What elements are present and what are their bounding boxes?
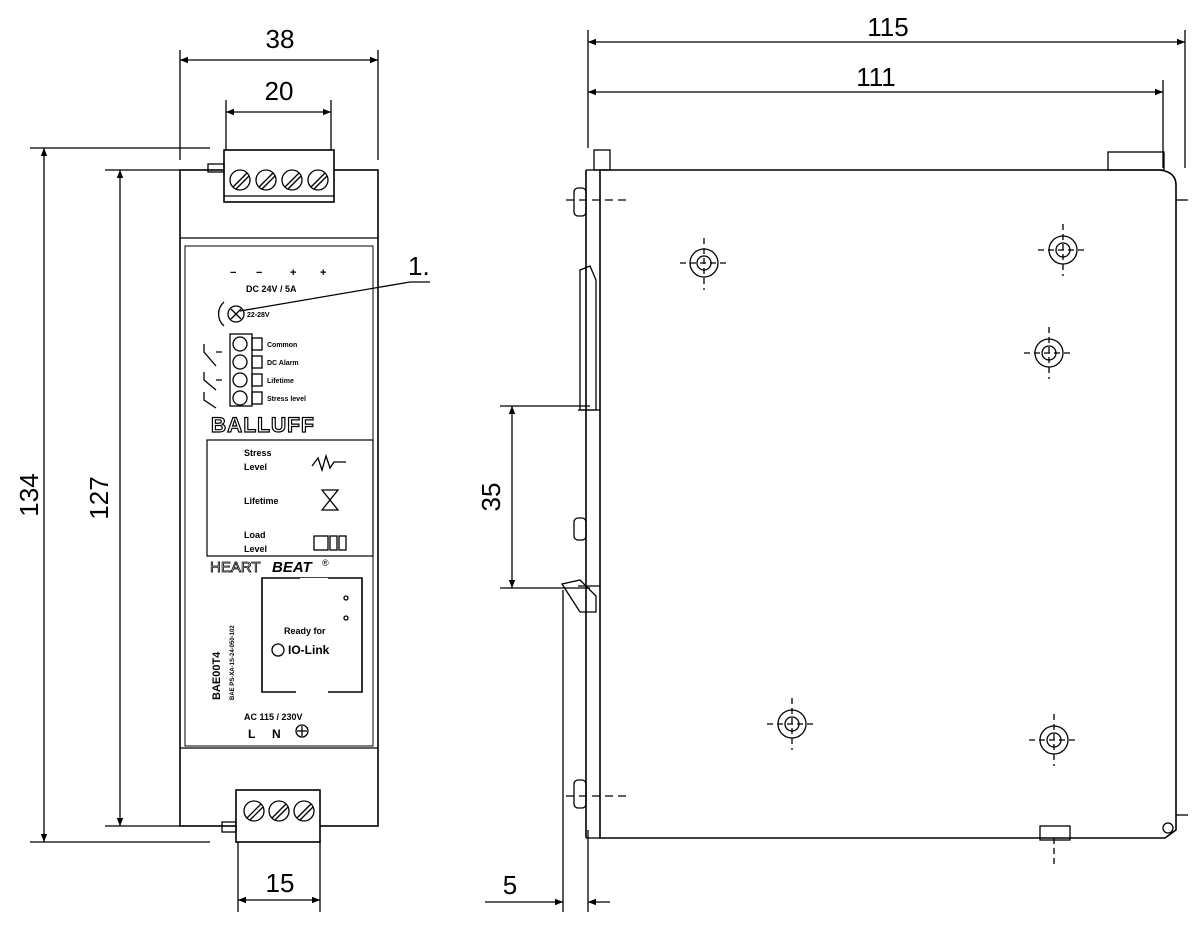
- led-dot: [343, 615, 349, 621]
- dim-text-15: 15: [266, 868, 295, 898]
- indicator-window: [206, 439, 374, 557]
- voltage-adjust-potentiometer: [227, 305, 245, 323]
- hourglass-icon: [320, 489, 340, 511]
- top-terminal-screws: [229, 169, 329, 191]
- adjust-arc: [218, 301, 225, 327]
- callout-label: 1.: [408, 251, 430, 281]
- ac-terminal-n: N: [272, 727, 281, 741]
- heartbeat-reg: ®: [322, 558, 329, 568]
- corner-screw: [1162, 822, 1174, 834]
- side-housing-outline: [599, 169, 1177, 839]
- relay-label-lifetime: Lifetime: [267, 378, 294, 385]
- dc-polarity-1: −: [230, 267, 236, 279]
- indicator-stress-label-1: Stress: [244, 448, 272, 458]
- adjust-range: 22-28V: [247, 312, 270, 319]
- relay-label-common: Common: [267, 342, 297, 349]
- side-view: [485, 30, 1188, 912]
- dim-text-20: 20: [265, 76, 294, 106]
- rail-clip-upper: [579, 265, 597, 411]
- rail-clip-lower: [560, 579, 597, 613]
- terminal-tab: [221, 821, 237, 833]
- bottom-terminal-block: [235, 789, 321, 843]
- ac-terminal-l: L: [248, 727, 255, 741]
- mounting-hole: [1029, 714, 1079, 766]
- dim-text-127: 127: [84, 476, 114, 519]
- ac-rating: AC 115 / 230V: [244, 712, 303, 722]
- top-terminal-block: [223, 149, 335, 203]
- dim-text-115: 115: [867, 12, 908, 42]
- dim-text-111: 111: [856, 62, 896, 92]
- iolink-window: [261, 577, 363, 693]
- mounting-hole: [680, 238, 728, 290]
- dim-text-134: 134: [14, 473, 44, 516]
- bottom-latch: [1039, 825, 1071, 841]
- heartbeat-logo-b: BEAT: [272, 559, 314, 576]
- iolink-ready: Ready for: [284, 626, 326, 636]
- heartbeat-logo-a: HEART: [210, 559, 261, 576]
- iolink-brand: IO-Link: [288, 643, 330, 657]
- side-tab: [573, 517, 587, 541]
- front-view: [30, 50, 430, 912]
- front-view-labels: − − + + DC 24V / 5A 22-28V Common DC Ala…: [210, 267, 330, 741]
- stress-wave-icon: [311, 453, 346, 473]
- mounting-hole: [1038, 224, 1088, 276]
- side-tab: [573, 779, 587, 809]
- relay-contacts: [203, 333, 263, 409]
- dim-text-5: 5: [503, 870, 517, 900]
- dc-polarity-3: +: [290, 267, 296, 279]
- led-dot: [343, 595, 349, 601]
- top-right-latch: [1107, 151, 1165, 171]
- ground-terminal-icon: [295, 724, 309, 738]
- indicator-lifetime-label: Lifetime: [244, 496, 279, 506]
- bottom-terminal-screws: [243, 800, 315, 822]
- dc-polarity-2: −: [256, 267, 262, 279]
- mounting-hole: [1024, 327, 1074, 379]
- terminal-tab: [207, 163, 225, 173]
- relay-label-stress: Stress level: [267, 396, 306, 403]
- dc-rating: DC 24V / 5A: [246, 284, 297, 294]
- iolink-logo-icon: [271, 643, 285, 657]
- product-code: BAE00T4: [211, 651, 223, 700]
- dc-polarity-4: +: [320, 267, 326, 279]
- load-bars-icon: [313, 535, 347, 551]
- relay-label-dc-alarm: DC Alarm: [267, 360, 299, 367]
- indicator-stress-label-2: Level: [244, 462, 267, 472]
- indicator-load-label-1: Load: [244, 530, 266, 540]
- side-tab: [573, 187, 587, 217]
- top-latch: [593, 149, 611, 171]
- callout-leader: [239, 281, 411, 312]
- product-type: BAE PS-XA-1S-24-050-102: [230, 625, 236, 700]
- mounting-hole: [767, 698, 817, 750]
- indicator-load-label-2: Level: [244, 544, 267, 554]
- dim-text-35: 35: [476, 483, 506, 512]
- brand-logo: BALLUFF: [211, 414, 315, 437]
- dim-text-38: 38: [266, 24, 295, 54]
